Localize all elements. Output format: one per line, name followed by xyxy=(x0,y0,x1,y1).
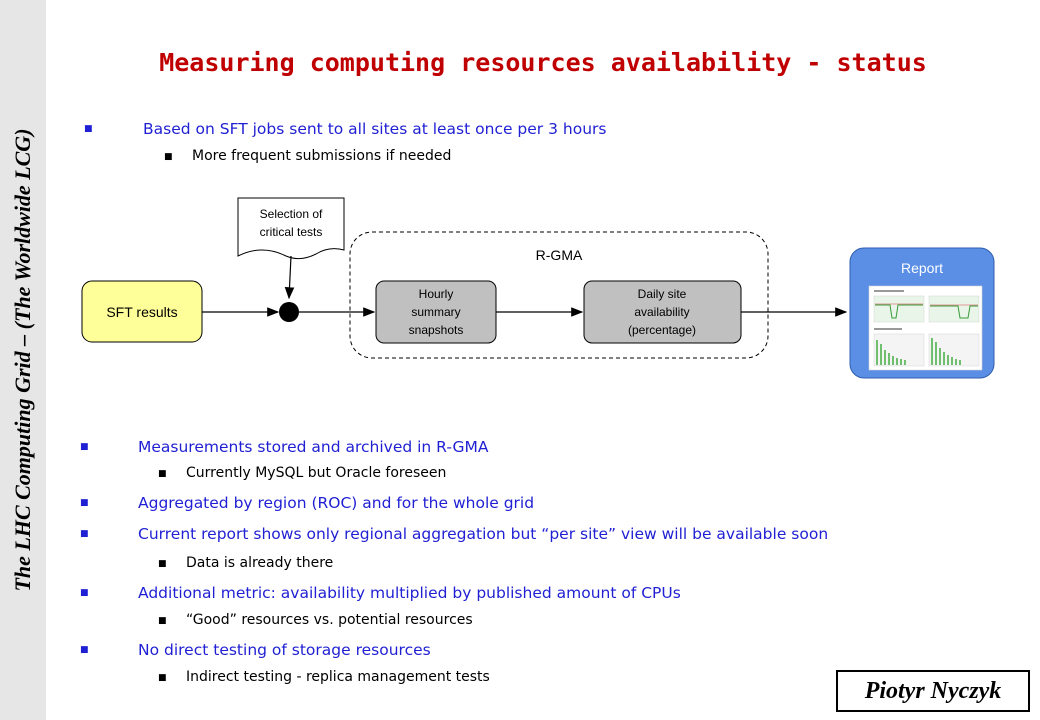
bullet-text: Measurements stored and archived in R-GM… xyxy=(138,438,489,456)
bullet-text: Data is already there xyxy=(186,555,334,571)
bullet-marker: ■ xyxy=(80,645,89,655)
hourly-line-2: summary xyxy=(411,305,460,319)
selection-callout xyxy=(237,197,345,260)
bullet-text: Indirect testing - replica management te… xyxy=(186,669,490,685)
bullet-text: No direct testing of storage resources xyxy=(138,641,431,659)
callout-line-1: Selection of xyxy=(260,207,323,221)
bullet-marker: ■ xyxy=(80,442,89,452)
bullet-marker: ■ xyxy=(158,469,167,479)
bullet-text: Additional metric: availability multipli… xyxy=(138,584,681,602)
rgma-label: R-GMA xyxy=(536,247,583,263)
bullet-text: Current report shows only regional aggre… xyxy=(138,525,829,543)
slide-title: Measuring computing resources availabili… xyxy=(159,48,927,77)
bullet-text: Based on SFT jobs sent to all sites at l… xyxy=(143,120,607,138)
hourly-line-1: Hourly xyxy=(419,287,454,301)
report-label: Report xyxy=(901,260,943,276)
bullet-marker: ■ xyxy=(84,124,93,134)
bullet-marker: ■ xyxy=(158,673,167,683)
bullet-text: “Good” resources vs. potential resources xyxy=(186,612,473,628)
bullet-marker: ■ xyxy=(80,498,89,508)
bullet-marker: ■ xyxy=(158,616,167,626)
selection-node xyxy=(279,302,299,322)
bullet-text: Currently MySQL but Oracle foreseen xyxy=(186,465,447,481)
rgma-container xyxy=(349,231,769,359)
sft-results-label: SFT results xyxy=(106,304,177,320)
callout-line-2: critical tests xyxy=(260,225,323,239)
bullet-marker: ■ xyxy=(158,559,167,569)
hourly-line-3: snapshots xyxy=(409,323,464,337)
bullet-text: Aggregated by region (ROC) and for the w… xyxy=(138,494,535,512)
bullet-marker: ■ xyxy=(80,588,89,598)
daily-line-1: Daily site xyxy=(638,287,687,301)
bullet-text: More frequent submissions if needed xyxy=(192,148,452,164)
arrow-callout-to-selection xyxy=(284,255,295,300)
bullet-marker: ■ xyxy=(164,152,173,162)
sidebar: The LHC Computing Grid – (The Worldwide … xyxy=(0,0,46,720)
daily-line-3: (percentage) xyxy=(628,323,696,337)
report-thumbnail xyxy=(868,285,983,371)
author-box: Piotyr Nyczyk xyxy=(836,670,1030,712)
bullet-marker: ■ xyxy=(80,529,89,539)
daily-line-2: availability xyxy=(634,305,689,319)
